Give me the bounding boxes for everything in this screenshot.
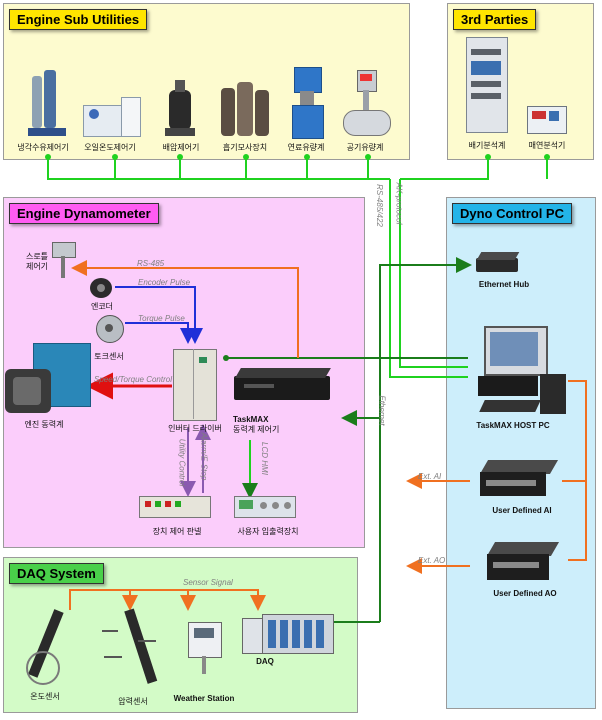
- user-defined-ai-image: [479, 460, 562, 500]
- throttle-label-line1: 스로틀: [25, 252, 49, 261]
- user-io-device-image: [234, 496, 296, 518]
- oil-temp-controller-image: [83, 97, 141, 139]
- sensor-signal-lines: [69, 589, 266, 611]
- rs485-line: [71, 260, 299, 358]
- ethernet-label: Ethernet: [377, 395, 387, 426]
- taskmax-controller-image: [234, 368, 332, 402]
- ext-ao-label: Ext. AO: [418, 556, 446, 565]
- host-pc-label: TaskMAX HOST PC: [476, 421, 550, 430]
- sub-utility-label-coolant: 냉각수유제어기: [17, 143, 69, 152]
- ethernet-lines: [226, 257, 472, 623]
- weather-station-image: [188, 622, 222, 676]
- intake-simulator-image: [221, 82, 271, 138]
- panel-engine-sub-utilities: Engine Sub Utilities: [3, 3, 410, 160]
- panel-dyno-control-pc: Dyno Control PC: [446, 197, 596, 709]
- taskmax-label-line1: TaskMAX: [233, 415, 269, 424]
- ethernet-hub-image: [476, 252, 520, 274]
- panel-title: Dyno Control PC: [452, 203, 572, 224]
- lcd-hmi-label: LCD HMI: [259, 442, 269, 475]
- sub-utility-label-oil: 오일온도제어기: [84, 143, 136, 152]
- coolant-controller-image: [28, 70, 68, 138]
- daq-label: DAQ: [256, 657, 274, 666]
- throttle-controller-label: 스로틀 제어기: [26, 252, 48, 272]
- panel-title: Engine Dynamometer: [9, 203, 159, 224]
- throttle-controller-image: [52, 242, 76, 278]
- panel-title-text: 3rd Parties: [461, 12, 529, 27]
- rs485-signal-label: RS-485: [137, 259, 165, 268]
- user-io-device-label: 사용자 입출력장치: [237, 527, 299, 536]
- panel-third-parties: 3rd Parties: [447, 3, 594, 160]
- utility-control-label: Utility Control: [177, 438, 187, 487]
- sub-utility-label-air: 공기유량계: [346, 143, 384, 152]
- sub-utility-label-fuel: 연료유량계: [287, 143, 325, 152]
- inverter-driver-image: [173, 349, 217, 421]
- speed-torque-control-label: Speed/Torque Control: [94, 375, 172, 384]
- sensor-signal-label: Sensor Signal: [183, 578, 233, 587]
- ethernet-dots: [223, 355, 229, 361]
- encoder-image: [90, 278, 114, 300]
- torque-pulse-label: Torque Pulse: [138, 314, 185, 323]
- pulse-lines: [115, 286, 203, 344]
- pc-io-lines: [406, 380, 587, 574]
- utility-bus-dots: [45, 154, 550, 160]
- sub-utility-label-intake: 흡기모사장치: [222, 143, 268, 152]
- pressure-sensor-label: 압력센서: [118, 697, 148, 706]
- daq-hardware-image: [242, 610, 334, 654]
- encoder-pulse-label: Encoder Pulse: [138, 278, 191, 287]
- temperature-sensor-image: [18, 607, 90, 685]
- panel-title: 3rd Parties: [453, 9, 537, 30]
- engine-dynamometer-label: 엔진 동력계: [24, 420, 64, 429]
- ak-protocol-label: AK-protocol: [394, 182, 404, 225]
- weather-station-label: Weather Station: [173, 694, 235, 703]
- air-flowmeter-image: [343, 70, 391, 138]
- inverter-driver-label: 인버터 드라이버: [168, 424, 222, 433]
- exhaust-analyzer-image: [466, 37, 508, 133]
- back-pressure-controller-image: [165, 80, 195, 138]
- torque-sensor-label: 토크센서: [94, 352, 124, 361]
- taskmax-controller-label: TaskMAX 동력계 제어기: [233, 415, 279, 435]
- smoke-meter-image: [527, 106, 567, 134]
- sub-utility-label-backpressure: 배압제어기: [162, 143, 200, 152]
- control-panel-label: 장치 제어 판넬: [152, 527, 202, 536]
- fuel-flowmeter-image: [292, 67, 324, 139]
- user-defined-ao-label: User Defined AO: [493, 589, 557, 598]
- alarm-estop-label: Alarm/E-Stop: [199, 432, 209, 481]
- taskmax-label-line2: 동력계 제어기: [233, 425, 280, 434]
- third-party-label-smoke: 매연분석기: [528, 141, 566, 150]
- user-defined-ai-label: User Defined AI: [492, 506, 552, 515]
- encoder-label: 엔코더: [90, 302, 114, 311]
- utility-alarm-lines: [180, 424, 211, 497]
- panel-title: Engine Sub Utilities: [9, 9, 148, 30]
- utility-bus: [47, 157, 548, 378]
- throttle-label-line2: 제어기: [25, 262, 49, 271]
- control-panel-image: [139, 496, 211, 518]
- torque-sensor-image: [96, 315, 124, 343]
- temperature-sensor-label: 온도센서: [30, 692, 60, 701]
- panel-title: DAQ System: [9, 563, 104, 584]
- ethernet-hub-label: Ethernet Hub: [478, 280, 530, 289]
- engine-dynamometer-image: [5, 343, 93, 415]
- third-party-label-exhaust: 배기분석계: [468, 141, 506, 150]
- host-pc-image: [478, 326, 568, 418]
- pressure-sensor-image: [102, 608, 162, 688]
- rs485-422-label: RS-485/422: [374, 184, 384, 227]
- ext-ai-label: Ext. AI: [418, 472, 442, 481]
- user-defined-ao-image: [486, 542, 563, 584]
